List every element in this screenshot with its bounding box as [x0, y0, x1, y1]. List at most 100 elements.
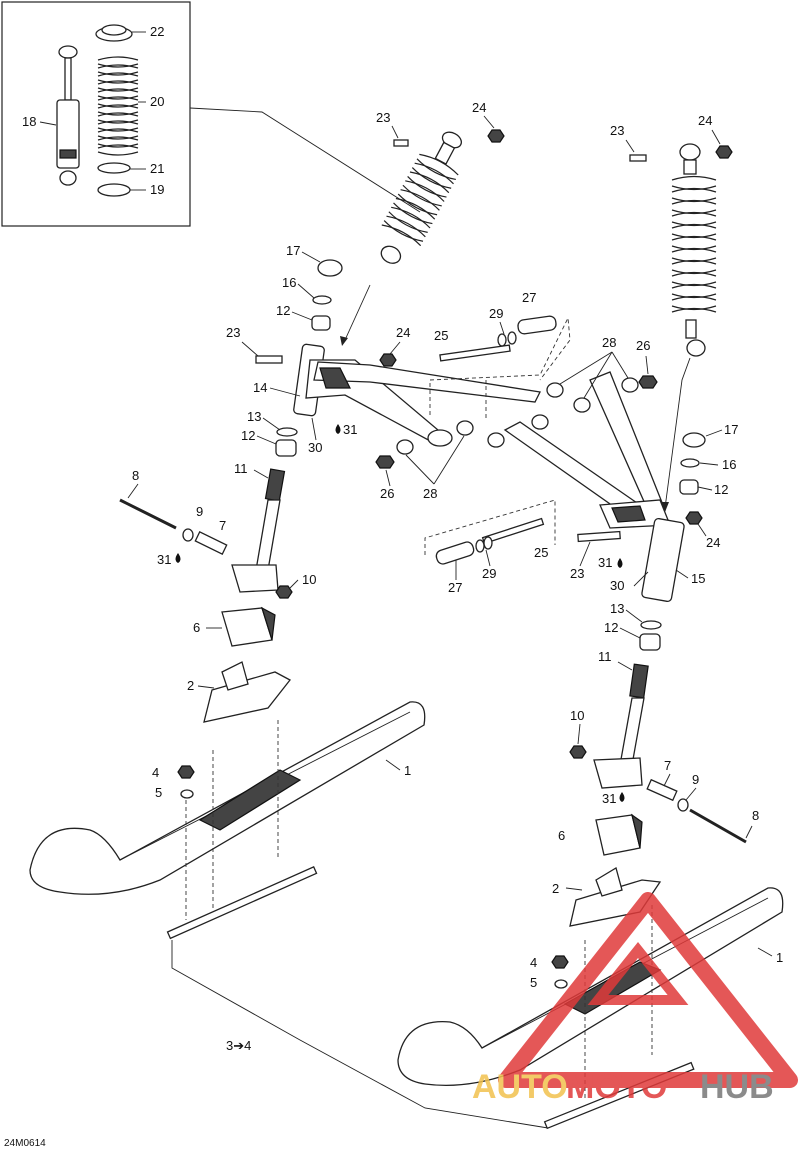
bushing-part-28-d	[573, 397, 591, 413]
nut-part-24-mid-right	[685, 511, 703, 525]
callout-16-right: 16	[722, 457, 736, 472]
nut-part-24-upper-left	[487, 129, 505, 143]
right-inner-dashed-frame	[424, 316, 571, 555]
ski-adapter-part-2-left	[203, 661, 291, 723]
callout-23-upper-right: 23	[610, 123, 624, 138]
ring-part-13-right	[640, 620, 662, 630]
callout-10-right: 10	[570, 708, 584, 723]
grease-drop-icon-right-lower	[619, 792, 625, 802]
callout-27-upper: 27	[522, 290, 536, 305]
callout-8-left: 8	[132, 468, 139, 483]
callout-23-upper-left: 23	[376, 110, 390, 125]
bushing-part-7-left	[194, 531, 228, 555]
callout-24-upper-right: 24	[698, 113, 712, 128]
callout-25-upper: 25	[434, 328, 448, 343]
callout-14: 14	[253, 380, 267, 395]
nut-part-26-right	[638, 375, 658, 389]
left-shock-assembly	[380, 131, 462, 264]
bolt-part-23-mid-left	[255, 355, 283, 364]
callout-5-left: 5	[155, 785, 162, 800]
shock-absorber-part-18	[56, 45, 80, 186]
right-shock-assembly	[671, 143, 717, 357]
callout-30-right: 30	[610, 578, 624, 593]
ring-part-29-upper-a	[497, 333, 507, 347]
callout-12-right-upper: 12	[714, 482, 728, 497]
callout-12-left-upper: 12	[276, 303, 290, 318]
ring-part-16-left	[312, 295, 332, 305]
callout-23-mid-left: 23	[226, 325, 240, 340]
bushing-part-12-left-upper	[311, 315, 331, 331]
ring-part-29-lower-a	[475, 539, 485, 553]
callout-19: 19	[150, 182, 164, 197]
callout-1-left: 1	[404, 763, 411, 778]
callout-13-right: 13	[610, 601, 624, 616]
bolt-part-23-upper-right	[629, 154, 647, 162]
callout-4-left: 4	[152, 765, 159, 780]
callout-17-left: 17	[286, 243, 300, 258]
ring-part-21	[97, 162, 131, 174]
callout-9-right: 9	[692, 772, 699, 787]
left-ski-part-1	[29, 701, 426, 940]
callout-30-left: 30	[308, 440, 322, 455]
bolt-part-23-upper-left	[393, 139, 409, 147]
ring-part-29-lower-b	[483, 536, 493, 550]
right-a-arm-part-15	[503, 371, 685, 603]
callout-5-right: 5	[530, 975, 537, 990]
callout-2-left: 2	[187, 678, 194, 693]
watermark-moto: MOTO	[566, 1068, 667, 1106]
watermark-auto: AUTO	[472, 1068, 568, 1106]
callout-24-upper-left: 24	[472, 100, 486, 115]
nut-part-4-right	[551, 955, 569, 969]
ring-part-13-left	[276, 427, 298, 437]
callout-3-4: 3➔4	[226, 1038, 251, 1053]
grease-drop-icon-left-upper	[335, 424, 341, 434]
watermark-hub: HUB	[700, 1068, 774, 1106]
callout-20: 20	[150, 94, 164, 109]
callout-7-left: 7	[219, 518, 226, 533]
left-a-arm-part-14	[293, 343, 541, 447]
callout-12-left-lower: 12	[241, 428, 255, 443]
washer-part-9-left	[182, 528, 194, 542]
callout-15: 15	[691, 571, 705, 586]
callout-31-left-upper: 31	[343, 422, 357, 437]
grease-drop-icon-right-upper	[617, 558, 623, 568]
callout-29-upper: 29	[489, 306, 503, 321]
grease-drop-icon-left-lower	[175, 553, 181, 563]
inset-link-line	[189, 107, 421, 213]
callout-8-right: 8	[752, 808, 759, 823]
bushing-part-12-left-lower	[275, 439, 297, 457]
bolt-part-8-left	[119, 498, 177, 530]
callout-31-right-upper: 31	[598, 555, 612, 570]
callout-28-left: 28	[423, 486, 437, 501]
ring-part-16-right	[680, 458, 700, 468]
automotohub-watermark-logo: AUTO MOTO HUB	[472, 892, 798, 1106]
rubber-damper-part-6-left	[221, 606, 276, 647]
spring-part-20	[97, 56, 139, 156]
bushing-part-28-e	[621, 377, 639, 393]
callout-26-right: 26	[636, 338, 650, 353]
callout-1-right: 1	[776, 950, 783, 965]
callout-2-right: 2	[552, 881, 559, 896]
callout-21: 21	[150, 161, 164, 176]
callout-18: 18	[22, 114, 36, 129]
callout-11-left: 11	[234, 461, 248, 476]
callout-6-left: 6	[193, 620, 200, 635]
callout-9-left: 9	[196, 504, 203, 519]
nut-part-24-mid-left	[379, 353, 397, 367]
nut-part-24-upper-right	[715, 145, 733, 159]
right-shock-arrow	[664, 357, 691, 509]
shaft-part-25-lower	[481, 517, 545, 545]
bushing-part-12-right-upper	[679, 479, 699, 495]
washer-part-9-right	[677, 798, 689, 812]
ring-part-19	[97, 183, 131, 197]
shaft-part-25-upper	[439, 344, 511, 362]
callout-17-right: 17	[724, 422, 738, 437]
diagram-code: 24M0614	[4, 1138, 46, 1149]
callout-16-left: 16	[282, 275, 296, 290]
callout-23-mid-right: 23	[570, 566, 584, 581]
callout-31-left-lower: 31	[157, 552, 171, 567]
rubber-damper-part-6-right	[595, 813, 643, 856]
callout-26-left: 26	[380, 486, 394, 501]
bushing-part-27-lower	[435, 541, 475, 565]
